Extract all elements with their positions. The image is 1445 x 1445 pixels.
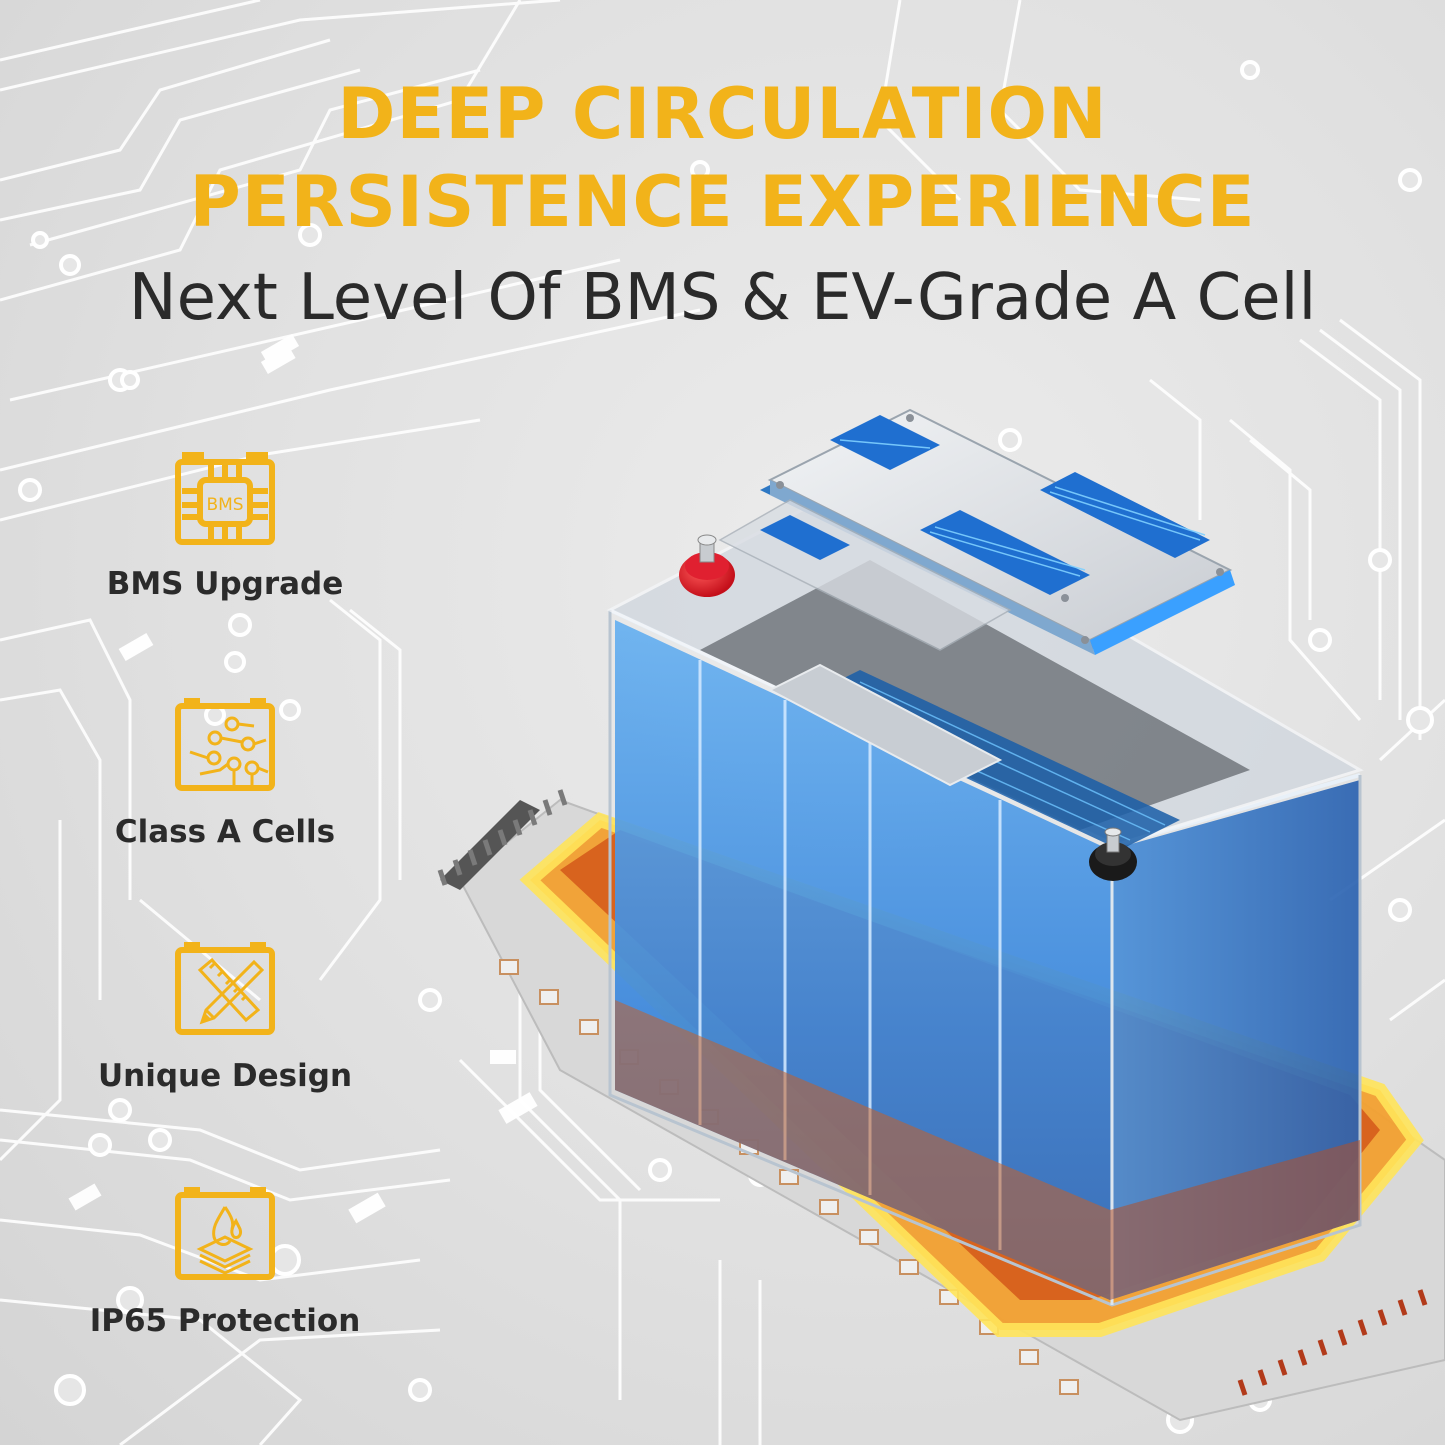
- negative-terminal: [1089, 827, 1137, 881]
- ruler-pencil-battery-icon: [175, 942, 275, 1035]
- bms-board: [718, 408, 1235, 655]
- headline-line-2: PERSISTENCE EXPERIENCE: [189, 161, 1256, 243]
- headline-line-1: DEEP CIRCULATION: [337, 73, 1108, 155]
- battery-cells: [608, 608, 1362, 1307]
- battery-product-illustration: [437, 408, 1445, 1422]
- feature-ip65-protection: IP65 Protection: [60, 1185, 390, 1339]
- svg-text:BMS: BMS: [206, 495, 243, 515]
- bms-chip-icon: BMS: [175, 452, 275, 545]
- feature-label: Class A Cells: [114, 814, 336, 850]
- feature-unique-design: Unique Design: [60, 940, 390, 1094]
- feature-bms-upgrade: BMS BMS Upgrade: [60, 450, 390, 602]
- battery-circuit-icon: [175, 698, 275, 791]
- water-drop-battery-icon: [175, 1187, 275, 1280]
- feature-class-a-cells: Class A Cells: [60, 696, 390, 850]
- feature-label: BMS Upgrade: [106, 566, 344, 602]
- positive-terminal: [679, 534, 735, 597]
- feature-label: IP65 Protection: [89, 1303, 361, 1339]
- feature-label: Unique Design: [97, 1058, 353, 1094]
- subtitle: Next Level Of BMS & EV-Grade A Cell: [128, 261, 1317, 335]
